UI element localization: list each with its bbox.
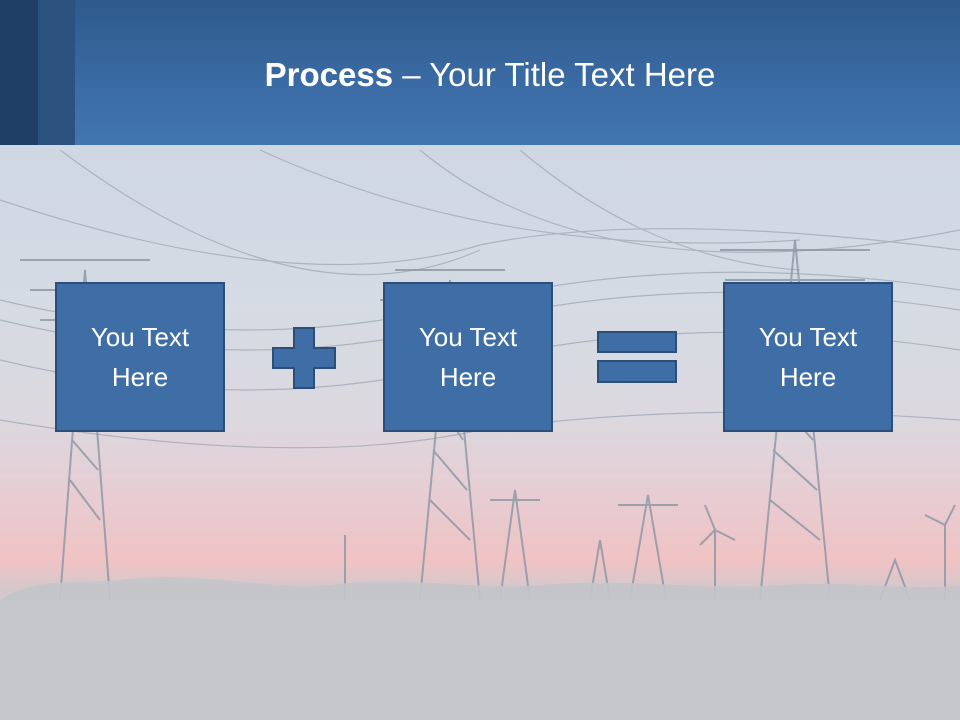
process-box-text: You Text Here bbox=[418, 322, 518, 392]
process-box-3[interactable]: You Text Here bbox=[723, 282, 893, 432]
header-accent-bar bbox=[0, 0, 38, 145]
process-box-text: You Text Here bbox=[758, 322, 858, 392]
process-box-text: You Text Here bbox=[90, 322, 190, 392]
title-bold-part: Process bbox=[264, 56, 394, 93]
background-ground bbox=[0, 600, 960, 720]
process-box-1[interactable]: You Text Here bbox=[55, 282, 225, 432]
header-accent-bar bbox=[38, 0, 75, 145]
slide-title[interactable]: Process – Your Title Text Here bbox=[75, 50, 905, 100]
process-box-2[interactable]: You Text Here bbox=[383, 282, 553, 432]
equals-icon bbox=[597, 331, 677, 383]
title-header-band bbox=[0, 0, 960, 145]
title-regular-part: – Your Title Text Here bbox=[393, 56, 716, 93]
plus-icon bbox=[272, 327, 336, 389]
